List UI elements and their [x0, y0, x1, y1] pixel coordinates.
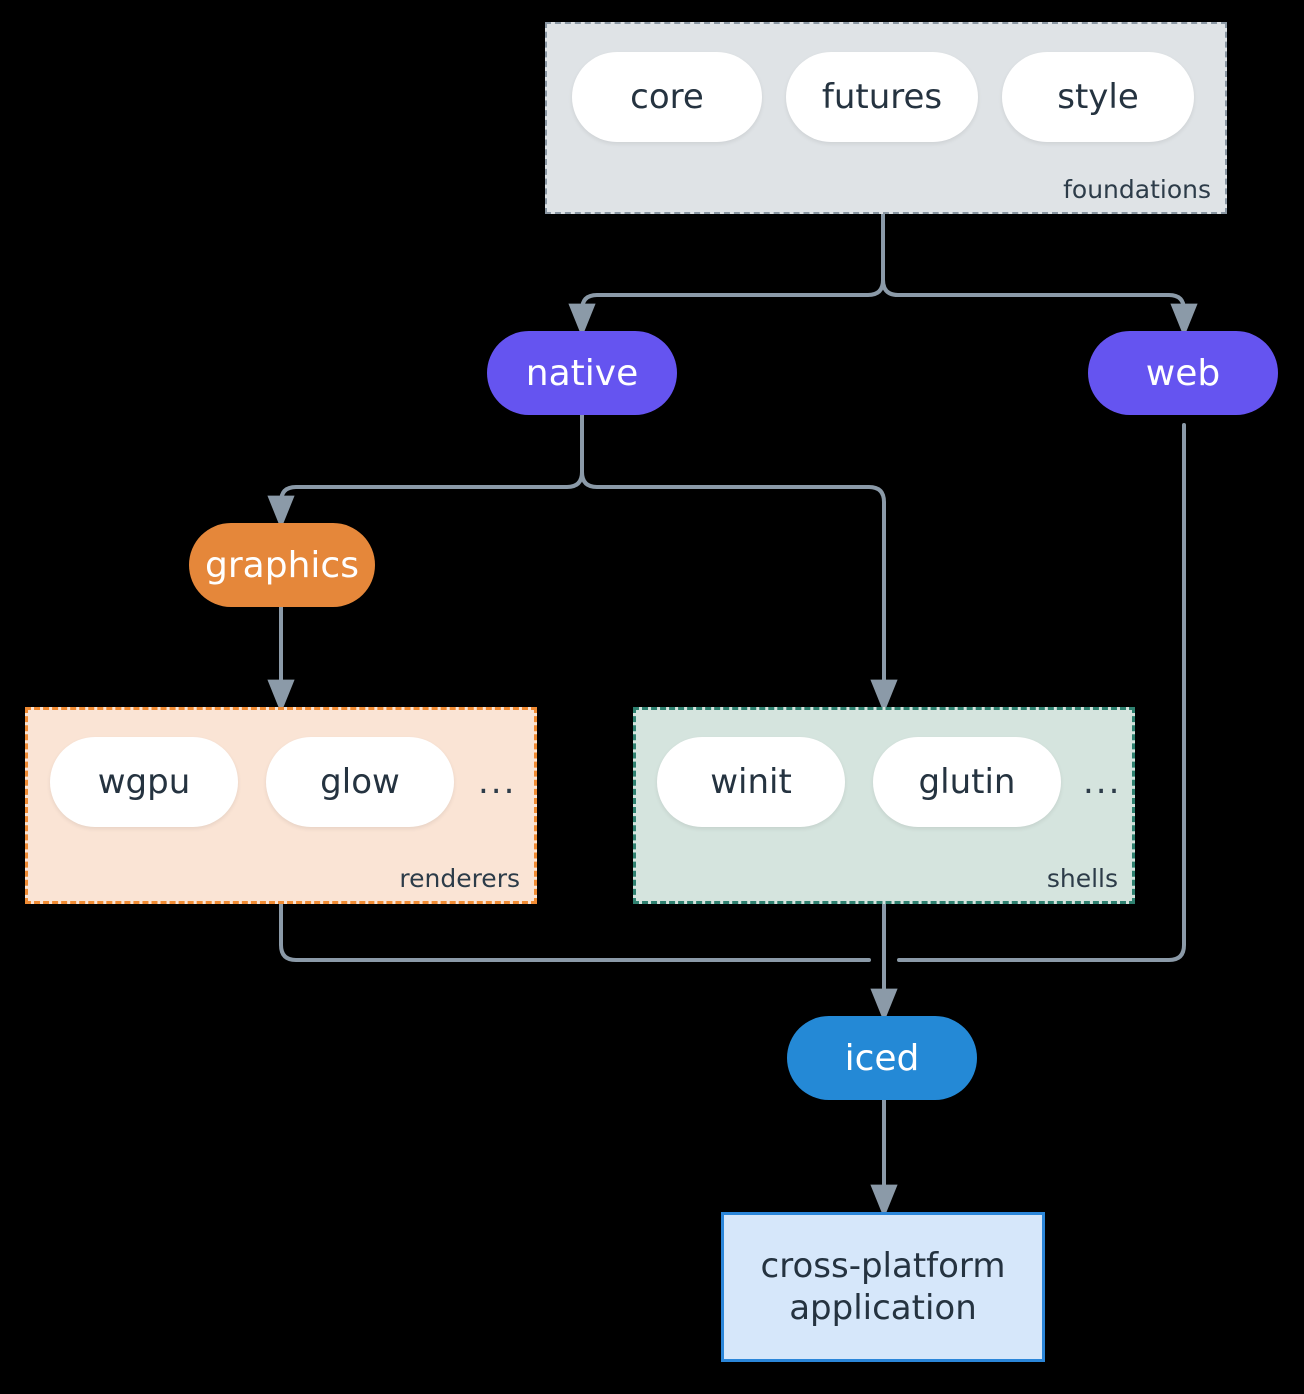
edge-native-to-shells: [580, 470, 898, 714]
node-graphics[interactable]: graphics: [189, 523, 375, 607]
renderers-ellipsis: ...: [478, 762, 517, 802]
application-line-2: application: [789, 1288, 977, 1328]
edge-foundations-to-native: [568, 278, 885, 338]
chip-futures[interactable]: futures: [786, 52, 978, 142]
chip-wgpu[interactable]: wgpu: [50, 737, 238, 827]
cluster-label-shells: shells: [1046, 864, 1118, 893]
chip-core[interactable]: core: [572, 52, 762, 142]
edge-native-to-graphics: [267, 470, 584, 530]
cluster-label-foundations: foundations: [1063, 175, 1211, 204]
edge-renderers-to-iced: [279, 902, 871, 962]
node-web[interactable]: web: [1088, 331, 1278, 415]
node-native[interactable]: native: [487, 331, 677, 415]
edge-foundations-to-web: [881, 278, 1198, 338]
cluster-label-renderers: renderers: [399, 864, 520, 893]
chip-style[interactable]: style: [1002, 52, 1194, 142]
chip-glow[interactable]: glow: [266, 737, 454, 827]
chip-winit[interactable]: winit: [657, 737, 845, 827]
shells-ellipsis: ...: [1083, 762, 1122, 802]
chip-glutin[interactable]: glutin: [873, 737, 1061, 827]
application-line-1: cross-platform: [760, 1245, 1006, 1286]
node-cross-platform-application[interactable]: cross-platform application: [721, 1212, 1045, 1362]
node-iced[interactable]: iced: [787, 1016, 977, 1100]
